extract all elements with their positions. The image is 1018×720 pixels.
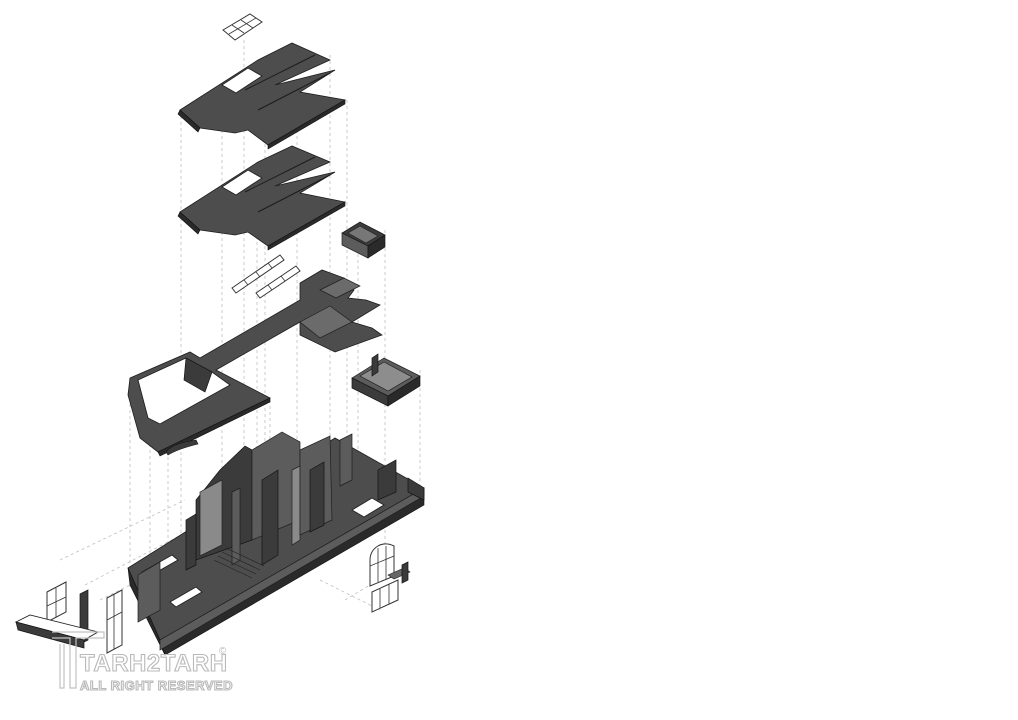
ground-floor-massing [127, 431, 425, 656]
upper-room-module [351, 353, 421, 407]
curved-canopy [165, 439, 199, 456]
rooftop-box [341, 221, 386, 259]
skylight-glazing [222, 13, 263, 41]
left-facade-elements [14, 581, 123, 654]
mid-floor-plate [127, 269, 383, 457]
roof-slab [177, 42, 347, 150]
watermark-rights: ALL RIGHT RESERVED [80, 678, 233, 693]
arched-window-element [369, 543, 411, 613]
watermark-brand: TARH2TARH [80, 650, 228, 677]
watermark: TARH2TARH © ALL RIGHT RESERVED [52, 631, 233, 694]
stair-window-strips [231, 254, 301, 299]
upper-floor-slab [177, 145, 347, 251]
watermark-copyright: © [219, 646, 227, 657]
